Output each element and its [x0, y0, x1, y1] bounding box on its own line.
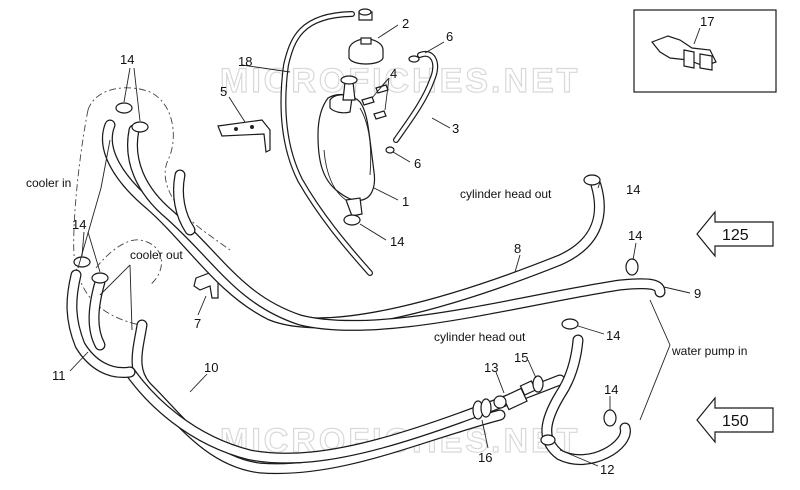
- callout-10: 10: [204, 360, 218, 375]
- callout-2: 2: [402, 16, 409, 31]
- flow-labels: cooler in cooler out cylinder head out c…: [26, 176, 747, 358]
- bracket-5: [217, 119, 271, 153]
- detail-box-17: [633, 9, 777, 93]
- expansion-tank: [317, 75, 376, 217]
- callout-8: 8: [514, 241, 521, 256]
- hose-3: [385, 50, 439, 154]
- valve-13: [493, 380, 537, 411]
- ref-arrow-125-label: 125: [722, 227, 749, 244]
- clamp-16: [472, 398, 492, 420]
- tank-cap: [348, 8, 384, 65]
- label-cylinder-head-out-top: cylinder head out: [460, 187, 552, 201]
- hose-9: [127, 124, 666, 331]
- callout-3: 3: [452, 121, 459, 136]
- callout-7: 7: [194, 316, 201, 331]
- callout-11: 11: [52, 368, 66, 383]
- callout-18: 18: [238, 54, 252, 69]
- callout-14-pump: 14: [604, 382, 618, 397]
- callout-14: 14: [120, 52, 134, 67]
- callout-4: 4: [390, 66, 397, 81]
- ref-arrow-125: 125: [696, 210, 774, 258]
- clamp-15: [532, 375, 544, 393]
- callout-numbers: 14 2 18 5 4 6 3 6 1 14 14 8 14 9 14 7 10…: [52, 14, 714, 477]
- label-cylinder-head-out-bottom: cylinder head out: [434, 330, 526, 344]
- label-water-pump-in: water pump in: [671, 344, 747, 358]
- callout-9: 9: [694, 286, 701, 301]
- hose-11: [66, 269, 136, 379]
- callout-5: 5: [220, 84, 227, 99]
- callout-15: 15: [514, 350, 528, 365]
- callout-6: 6: [446, 29, 453, 44]
- hose-10: [124, 319, 566, 475]
- ref-arrow-150: 150: [696, 396, 774, 444]
- ref-arrow-150-label: 150: [722, 413, 749, 430]
- callout-1: 1: [402, 194, 409, 209]
- callout-14-tank: 14: [390, 234, 404, 249]
- leader-lines: [69, 24, 701, 467]
- callout-13: 13: [484, 360, 498, 375]
- callout-16: 16: [478, 450, 492, 465]
- label-cooler-in: cooler in: [26, 176, 71, 190]
- callout-14-cyl-bottom: 14: [606, 328, 620, 343]
- callout-14-left: 14: [72, 217, 86, 232]
- callout-17: 17: [700, 14, 714, 29]
- label-cooler-out: cooler out: [130, 248, 183, 262]
- callout-12: 12: [600, 462, 614, 477]
- watermark-top: MICROFICHES.NET: [220, 62, 580, 100]
- hose-18: [280, 11, 373, 276]
- callout-14-right: 14: [628, 228, 642, 243]
- clamps-14: [73, 102, 639, 446]
- callout-14-cyl-top: 14: [626, 182, 640, 197]
- callout-6-lower: 6: [414, 156, 421, 171]
